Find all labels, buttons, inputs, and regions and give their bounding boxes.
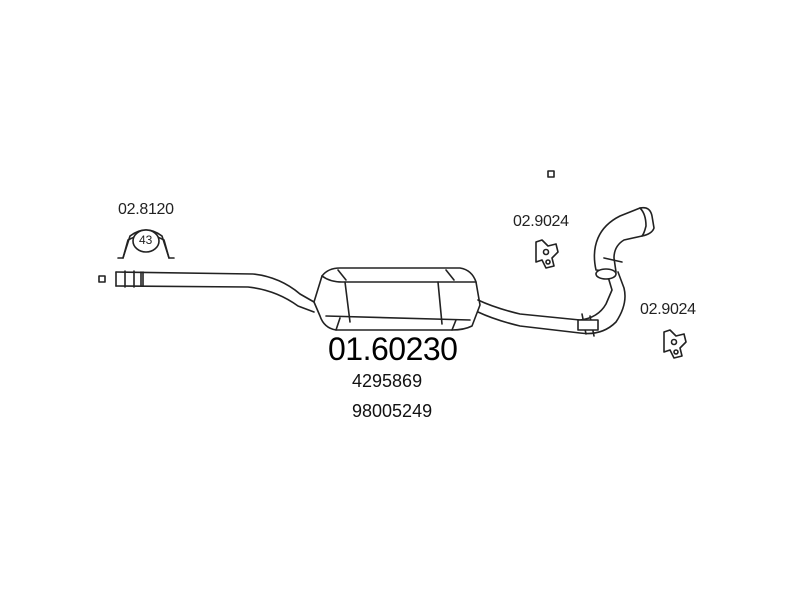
clamp-part-drawing bbox=[117, 229, 175, 259]
rubber-mount-right-drawing bbox=[663, 329, 687, 359]
clamp-part-number: 02.8120 bbox=[118, 201, 174, 218]
oe-number-2: 98005249 bbox=[352, 401, 433, 421]
marker-square-top bbox=[547, 170, 555, 178]
main-part-number: 01.60230 bbox=[328, 331, 458, 367]
tail-elbow-drawing bbox=[593, 206, 655, 280]
oe-number-1: 4295869 bbox=[352, 371, 423, 391]
rear-pipe-drawing bbox=[477, 269, 626, 337]
clamp-size-label: 43 bbox=[139, 233, 153, 247]
muffler-drawing bbox=[313, 267, 481, 331]
rubber-mount-top-drawing bbox=[535, 239, 559, 269]
marker-square-left bbox=[98, 275, 106, 283]
rubber-mount-top-part-number: 02.9024 bbox=[513, 213, 569, 230]
front-pipe-drawing bbox=[115, 270, 315, 313]
rubber-mount-right-part-number: 02.9024 bbox=[640, 301, 696, 318]
